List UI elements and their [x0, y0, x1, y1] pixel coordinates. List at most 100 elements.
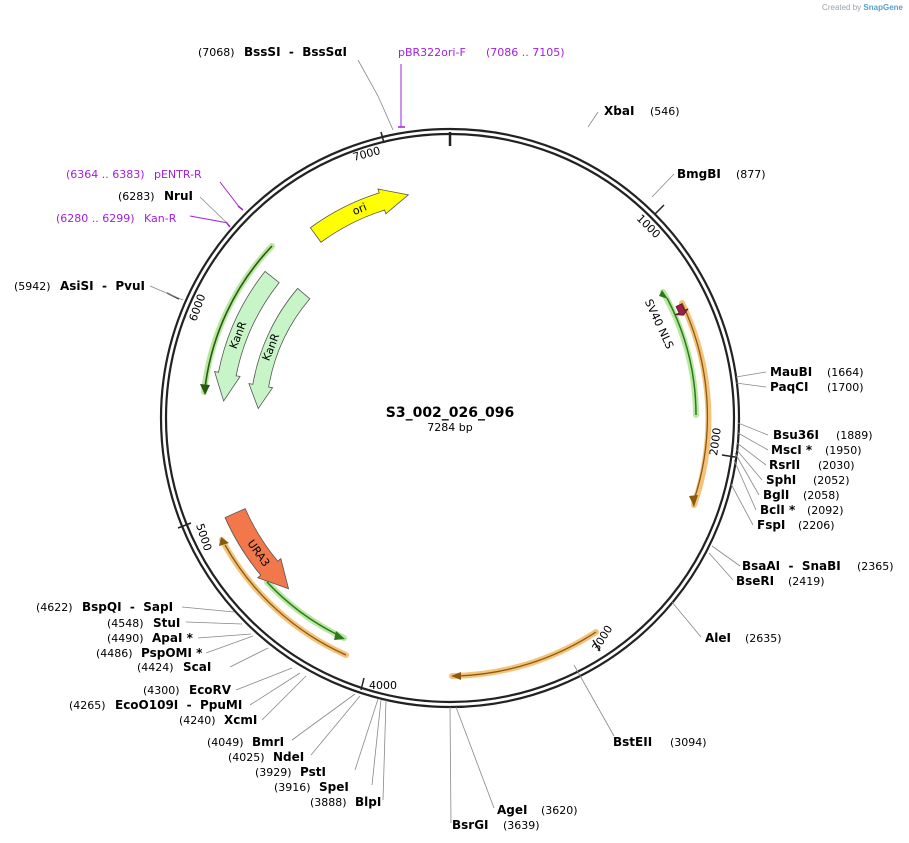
site-agei[interactable]: AgeI (3620): [497, 803, 578, 817]
site-stui[interactable]: (4548) StuI: [107, 616, 180, 630]
leader-ecorv: [235, 667, 293, 691]
site-name: Bsu36I: [773, 428, 819, 442]
plasmid-size: 7284 bp: [427, 421, 472, 434]
site-name: AleI: [705, 631, 731, 645]
site-bsu36i[interactable]: Bsu36I (1889): [773, 428, 873, 442]
leader-bmgbi: [651, 173, 675, 198]
primer-pbr322ori-f-mark: [398, 64, 405, 128]
site-name: ApaI *: [152, 631, 194, 645]
site-xbai[interactable]: XbaI (546): [604, 104, 680, 118]
site-bspqi-sapi[interactable]: (4622) BspQI - SapI: [36, 600, 173, 614]
site-name: BlpI: [355, 795, 381, 809]
site-bcli[interactable]: BclI * (2092): [760, 503, 844, 517]
site-pos: (4025): [228, 751, 265, 764]
site-bsteii[interactable]: BstEII (3094): [613, 735, 707, 749]
feature-ori[interactable]: [309, 188, 410, 243]
leader-bseri: [708, 552, 734, 581]
site-pos: (3639): [503, 819, 540, 832]
site-bseri[interactable]: BseRI (2419): [736, 574, 825, 588]
site-pos: (2030): [818, 459, 855, 472]
site-name: AgeI: [497, 803, 527, 817]
leader-ecoo109i: [249, 672, 301, 706]
site-pos: (2365): [857, 560, 894, 573]
orf-right-inner-head: [659, 290, 668, 299]
site-psti[interactable]: (3929) PstI: [255, 765, 326, 779]
site-name: BglI: [763, 488, 789, 502]
primer-pentr-r[interactable]: (6364 .. 6383) pENTR-R: [66, 168, 202, 181]
site-bsrgi[interactable]: BsrGI (3639): [452, 818, 540, 832]
site-pos: (2052): [813, 474, 850, 487]
orf-left-kan-head: [200, 384, 210, 395]
site-paqci[interactable]: PaqCI (1700): [770, 380, 864, 394]
orf-ura-inner-line: [266, 581, 339, 636]
leader-bsrgi: [449, 706, 452, 824]
primer-range: (7086 .. 7105): [486, 46, 565, 59]
orf-right-line: [681, 302, 709, 501]
site-pos: (7068): [198, 46, 235, 59]
site-maubi[interactable]: MauBI (1664): [770, 365, 864, 379]
orf-bottom-glow: [449, 629, 599, 679]
site-bmri[interactable]: (4049) BmrI: [207, 735, 284, 749]
site-name: SphI: [766, 473, 796, 487]
snapgene-credit: Created by SnapGene: [822, 3, 903, 12]
orf-right-head: [689, 495, 698, 507]
tick-5000: 5000: [177, 522, 214, 553]
leader-stui: [185, 621, 243, 625]
site-scai[interactable]: (4424) ScaI: [137, 660, 211, 674]
site-bsaai-snabi[interactable]: BsaAI - SnaBI (2365): [742, 559, 894, 573]
site-name: NdeI: [273, 750, 304, 764]
site-pspomi[interactable]: (4486) PspOMI *: [96, 646, 203, 660]
primer-pbr322ori-f[interactable]: pBR322ori-F (7086 .. 7105): [398, 46, 565, 59]
site-xcmi[interactable]: (4240) XcmI: [179, 713, 257, 727]
primer-kan-r[interactable]: (6280 .. 6299) Kan-R: [56, 212, 177, 225]
site-ndei[interactable]: (4025) NdeI: [228, 750, 304, 764]
feature-kanr-inner[interactable]: [248, 287, 311, 410]
site-fspi[interactable]: FspI (2206): [757, 518, 835, 532]
site-bgli[interactable]: BglI (2058): [763, 488, 840, 502]
primer-name: Kan-R: [144, 212, 177, 225]
site-alei[interactable]: AleI (2635): [705, 631, 782, 645]
site-asisi-pvui[interactable]: (5942) AsiSI - PvuI: [14, 279, 145, 293]
tick-mark: [380, 131, 385, 144]
leader-bmri: [291, 693, 356, 741]
site-pos: (4486): [96, 647, 133, 660]
site-name: PspOMI *: [141, 646, 203, 660]
orf-bottom-head: [451, 672, 461, 680]
site-sphi[interactable]: SphI (2052): [766, 473, 850, 487]
site-rsrii[interactable]: RsrII (2030): [769, 458, 855, 472]
site-pos: (6283): [118, 190, 155, 203]
leader-bsssi: [357, 59, 394, 131]
leader-asisi: [149, 285, 184, 301]
primer-range: (6280 .. 6299): [56, 212, 135, 225]
site-nrui[interactable]: (6283) NruI: [118, 189, 193, 203]
site-ecoo109i-ppumi[interactable]: (4265) EcoO109I - PpuMI: [69, 698, 242, 712]
site-pos: (4300): [143, 684, 180, 697]
site-pos: (1700): [827, 381, 864, 394]
site-pos: (3916): [274, 781, 311, 794]
leader-apai: [197, 633, 252, 639]
feature-ura3[interactable]: [224, 508, 290, 590]
orf-bottom-line: [457, 631, 597, 677]
site-ecorv[interactable]: (4300) EcoRV: [143, 683, 232, 697]
tick-mark: [592, 639, 601, 652]
feature-kanr-outer[interactable]: [213, 270, 280, 402]
leader-rsrii: [736, 442, 767, 466]
leader-bsteii: [573, 664, 615, 737]
leader-maubi: [735, 371, 767, 378]
site-name: FspI: [757, 518, 785, 532]
leader-xbai: [587, 111, 599, 128]
credit-prefix: Created by: [822, 3, 862, 12]
tick-4000: 4000: [360, 677, 397, 692]
feature-sv40-nls[interactable]: [675, 303, 689, 316]
site-pos: (1664): [827, 366, 864, 379]
site-blpi[interactable]: (3888) BlpI: [310, 795, 381, 809]
site-pos: (546): [650, 105, 680, 118]
site-msci[interactable]: MscI * (1950): [771, 443, 862, 457]
site-bsssi[interactable]: (7068) BssSI - BssSαI: [198, 45, 347, 59]
site-bmgbi[interactable]: BmgBI (877): [677, 167, 766, 181]
site-name: MscI *: [771, 443, 813, 457]
site-apai[interactable]: (4490) ApaI *: [107, 631, 194, 645]
site-spei[interactable]: (3916) SpeI: [274, 780, 349, 794]
site-pos: (4240): [179, 714, 216, 727]
site-name: PstI: [300, 765, 326, 779]
